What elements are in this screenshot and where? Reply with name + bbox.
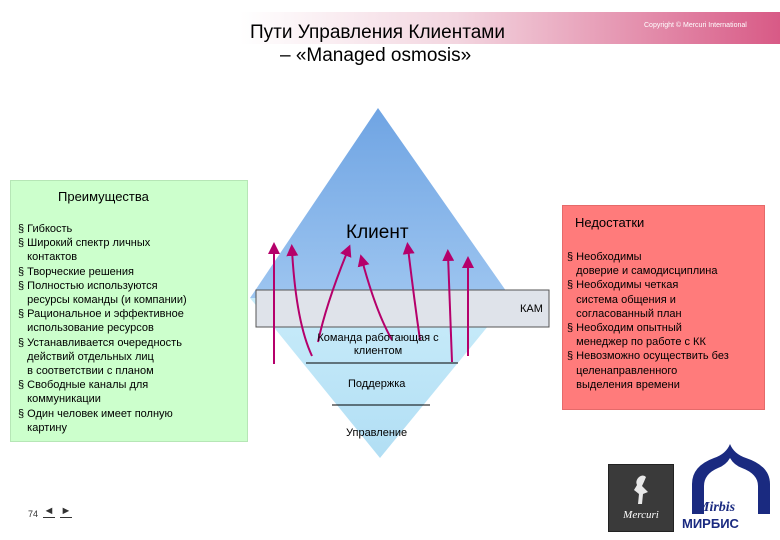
list-item: ресурсы команды (и компании) xyxy=(18,294,187,307)
slide-title-line2: – «Managed osmosis» xyxy=(280,45,472,66)
team-triangle xyxy=(250,298,511,458)
mercuri-logo xyxy=(608,464,674,532)
list-item: согласованный план xyxy=(567,307,682,320)
advantages-box xyxy=(10,180,248,442)
prev-slide-button[interactable]: ◄ xyxy=(43,505,55,518)
list-item: система общения и xyxy=(567,293,676,306)
list-item: менеджер по работе с КК xyxy=(567,336,706,349)
list-item: § Рациональное и эффективное xyxy=(18,308,184,321)
list-item: использование ресурсов xyxy=(18,322,154,335)
kam-label: КАМ xyxy=(520,303,543,315)
copyright-text: Copyright © Mercuri International xyxy=(644,22,747,29)
team-label: Команда работающая с клиентом xyxy=(317,332,439,357)
list-item: выделения времени xyxy=(567,378,680,391)
list-item: § Широкий спектр личных xyxy=(18,237,151,250)
mercury-figure-icon xyxy=(634,475,648,504)
support-label: Поддержка xyxy=(348,378,406,390)
list-item: контактов xyxy=(18,251,78,264)
client-label: Клиент xyxy=(346,222,409,243)
list-item: § Необходимы четкая xyxy=(567,279,679,292)
list-item: доверие и самодисциплина xyxy=(567,265,718,278)
list-item: картину xyxy=(18,421,67,434)
client-triangle xyxy=(250,108,511,298)
arrow-2 xyxy=(286,244,313,357)
advantages-title: Преимущества xyxy=(58,189,149,204)
management-label: Управление xyxy=(346,427,408,439)
arrow-6 xyxy=(442,249,455,363)
list-item: § Свободные каналы для xyxy=(18,379,149,392)
list-item: § Невозможно осуществить без xyxy=(567,350,729,363)
arrow-3 xyxy=(317,244,352,343)
page-number: 74 xyxy=(28,509,39,519)
arrows xyxy=(268,242,474,364)
mercuri-logo-text: Mercuri xyxy=(623,509,659,521)
mirbis-logo-latin: Mirbis xyxy=(697,500,736,515)
list-item: § Необходимы xyxy=(567,251,642,263)
list-item: § Гибкость xyxy=(18,223,73,235)
disadvantages-list: § Необходимы доверие и самодисциплина § … xyxy=(567,250,765,392)
mirbis-logo-cyrillic: МИРБИС xyxy=(682,516,739,531)
disadvantages-box xyxy=(562,205,765,410)
list-item: § Устанавливается очередность xyxy=(18,336,182,349)
slide-title-line1: Пути Управления Клиентами xyxy=(250,22,505,43)
list-item: § Необходим опытный xyxy=(567,322,682,335)
arrow-5 xyxy=(402,242,421,341)
list-item: § Полностью используются xyxy=(18,279,158,292)
list-item: целенаправленного xyxy=(567,364,678,377)
advantages-list: § Гибкость § Широкий спектр личных конта… xyxy=(18,222,246,435)
list-item: действий отдельных лиц xyxy=(18,350,154,363)
list-item: § Один человек имеет полную xyxy=(18,407,173,420)
kam-band xyxy=(255,289,550,328)
arrow-4 xyxy=(357,254,393,341)
header-band xyxy=(240,12,780,44)
list-item: в соответствии с планом xyxy=(18,365,154,378)
list-item: коммуникации xyxy=(18,393,101,406)
mirbis-dome-icon xyxy=(692,444,770,514)
next-slide-button[interactable]: ► xyxy=(60,505,72,518)
disadvantages-title: Недостатки xyxy=(575,215,645,230)
list-item: § Творческие решения xyxy=(18,265,134,278)
